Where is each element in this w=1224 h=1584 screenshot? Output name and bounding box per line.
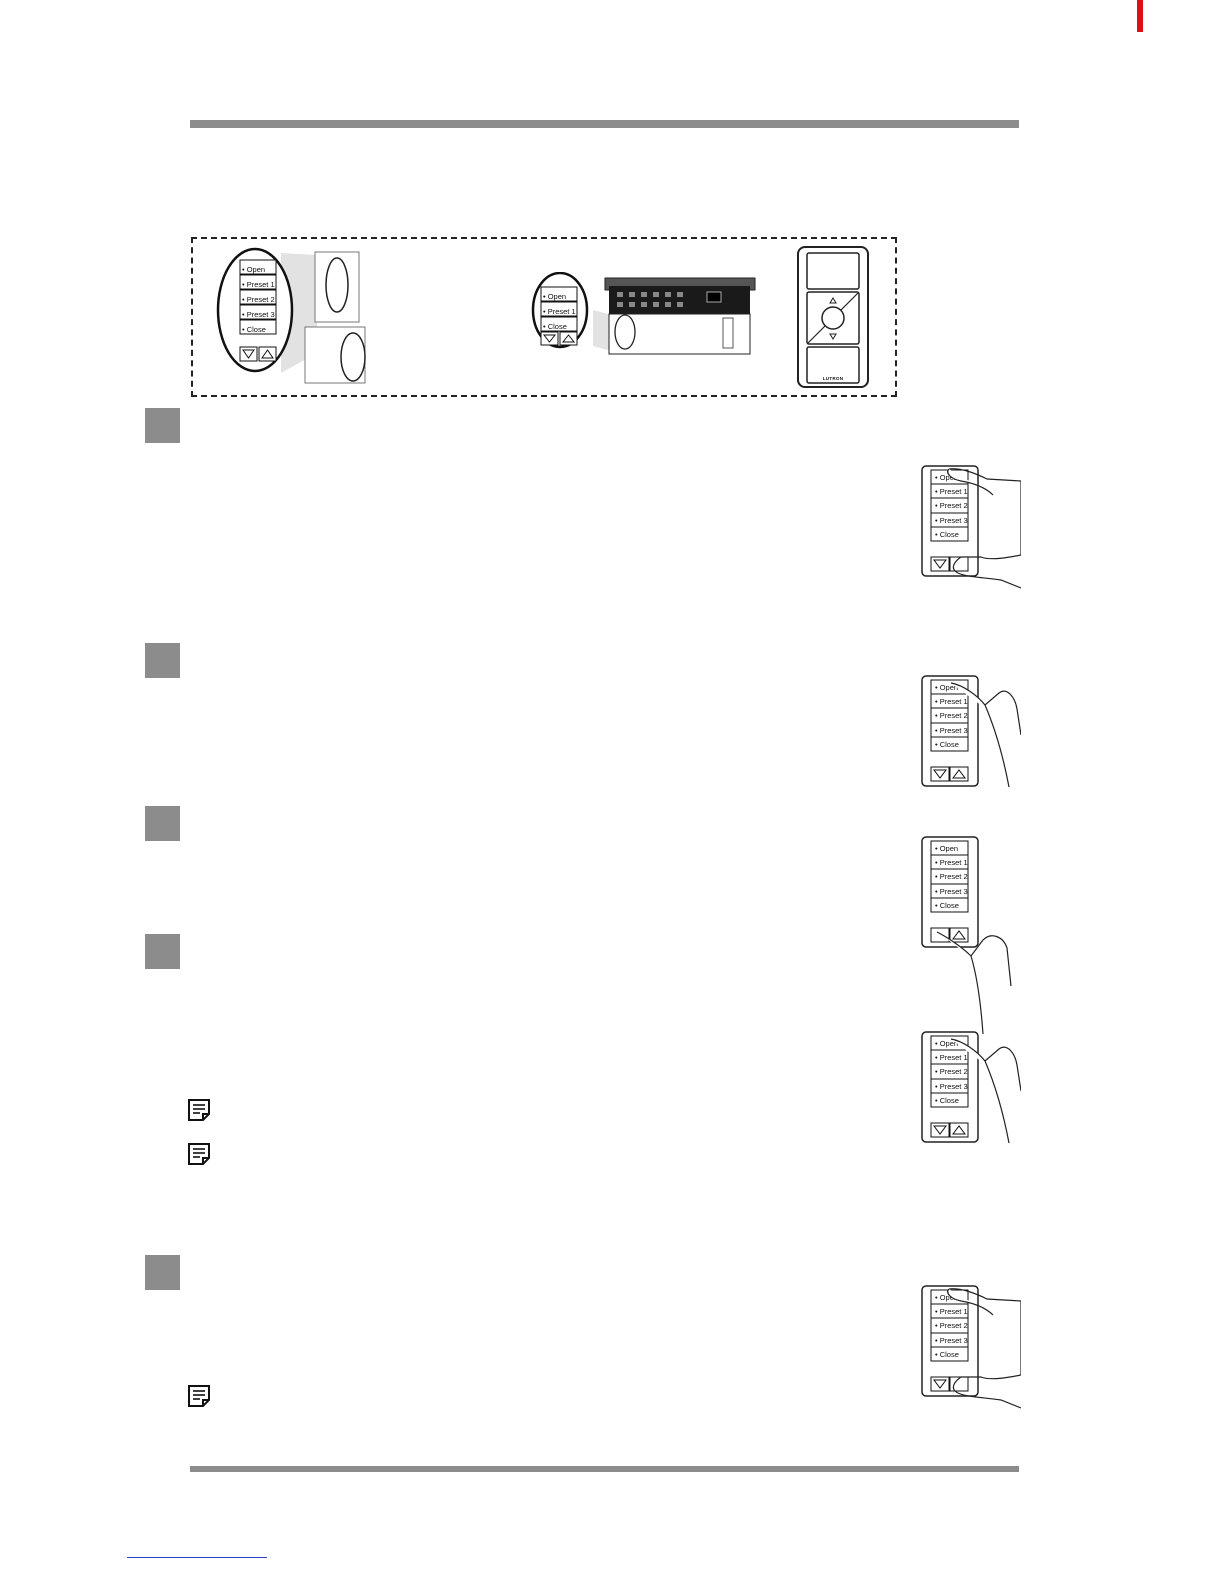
keypad-panel-step5: • Open • Preset 1 • Preset 2 • Preset 3 … [921, 1285, 1022, 1413]
svg-text:• Close: • Close [935, 530, 959, 539]
zoom-label-preset2: Preset 2 [246, 295, 275, 304]
svg-text:• Preset 1: • Preset 1 [935, 1307, 968, 1316]
svg-text:• Open: • Open [935, 473, 958, 482]
processor-zoom-buttons [540, 286, 580, 353]
step-marker-5 [145, 1255, 180, 1290]
keypad-panel-step4: • Open • Preset 1 • Preset 2 • Preset 3 … [921, 1031, 1022, 1146]
step-marker-2 [145, 643, 180, 678]
zoom-label-preset1: Preset 1 [246, 280, 275, 289]
device-overview-frame [191, 237, 897, 397]
svg-text:• Preset 1: • Preset 1 [935, 697, 968, 706]
svg-text:• Preset 1: • Preset 1 [935, 858, 968, 867]
svg-text:• Preset 2: • Preset 2 [935, 1321, 968, 1330]
proc-label-close: Close [547, 322, 567, 331]
note-icon [188, 1143, 210, 1165]
zoom-label-preset3: Preset 3 [246, 310, 275, 319]
svg-text:• Open: • Open [935, 844, 958, 853]
seetouch-zoom-labels: • Open • Preset 1 • Preset 2 • Preset 3 … [242, 265, 275, 334]
step-marker-4 [145, 934, 180, 969]
zoom-label-close: Close [246, 325, 266, 334]
keypad-panel-step2: • Open • Preset 1 • Preset 2 • Preset 3 … [921, 675, 1022, 790]
page-edge-marker [1137, 0, 1143, 32]
note-icon [188, 1385, 210, 1407]
svg-text:• Close: • Close [935, 740, 959, 749]
seetouch-keypad-illustration [216, 247, 366, 384]
svg-text:• Close: • Close [935, 901, 959, 910]
zoom-button-list [239, 259, 277, 362]
step-marker-1 [145, 408, 180, 443]
svg-text:• Close: • Close [935, 1096, 959, 1105]
note-icon [188, 1099, 210, 1121]
footer-link-underline[interactable] [127, 1557, 267, 1558]
processor-zoom-labels: • Open • Preset 1 • Close [543, 292, 576, 331]
svg-text:• Preset 3: • Preset 3 [935, 1082, 968, 1091]
svg-text:• Open: • Open [935, 683, 958, 692]
svg-text:• Preset 2: • Preset 2 [935, 872, 968, 881]
svg-text:• Preset 3: • Preset 3 [935, 726, 968, 735]
bottom-rule [190, 1466, 1019, 1472]
pico-brand: LUTRON [822, 376, 844, 381]
zoom-label-open: Open [246, 265, 266, 274]
processor-illustration [531, 272, 756, 355]
svg-text:• Open: • Open [935, 1039, 958, 1048]
seetouch-zoom-buttons [239, 259, 277, 374]
svg-text:• Preset 1: • Preset 1 [935, 487, 968, 496]
svg-text:• Preset 2: • Preset 2 [935, 1067, 968, 1076]
proc-label-open: Open [547, 292, 567, 301]
svg-text:• Preset 3: • Preset 3 [935, 1336, 968, 1345]
svg-text:• Preset 1: • Preset 1 [935, 1053, 968, 1062]
svg-text:• Close: • Close [935, 1350, 959, 1359]
svg-text:• Preset 2: • Preset 2 [935, 501, 968, 510]
top-rule [190, 120, 1019, 128]
keypad-panel-step1: • Open • Preset 1 • Preset 2 • Preset 3 … [921, 465, 1022, 590]
svg-text:• Open: • Open [935, 1293, 958, 1302]
svg-text:• Preset 3: • Preset 3 [935, 887, 968, 896]
svg-text:• Preset 2: • Preset 2 [935, 711, 968, 720]
keypad-panel-step3: • Open • Preset 1 • Preset 2 • Preset 3 … [921, 836, 1021, 1036]
step-marker-3 [145, 806, 180, 841]
proc-label-preset1: Preset 1 [547, 307, 576, 316]
pico-remote-illustration: LUTRON [797, 246, 869, 388]
svg-text:• Preset 3: • Preset 3 [935, 516, 968, 525]
